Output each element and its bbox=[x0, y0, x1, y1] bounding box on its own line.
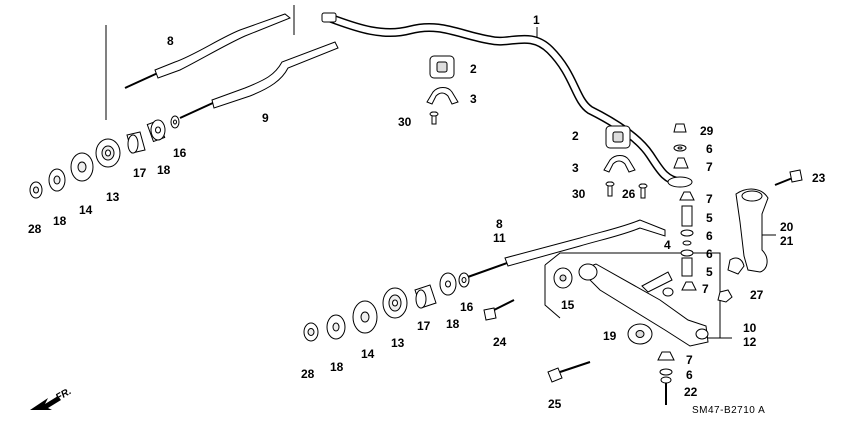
callout-6: 6 bbox=[706, 247, 713, 261]
callout-7: 7 bbox=[702, 282, 709, 296]
callout-17: 17 bbox=[133, 166, 147, 180]
callout-13: 13 bbox=[106, 190, 120, 204]
callout-3: 3 bbox=[470, 92, 477, 106]
bushing-set-upper bbox=[29, 115, 180, 199]
callout-28: 28 bbox=[301, 367, 315, 381]
callout-18: 18 bbox=[446, 317, 460, 331]
callout-12: 12 bbox=[743, 335, 757, 349]
callout-23: 23 bbox=[812, 171, 826, 185]
callout-19: 19 bbox=[603, 329, 617, 343]
callout-20: 20 bbox=[780, 220, 794, 234]
callout-5: 5 bbox=[706, 211, 713, 225]
callout-30: 30 bbox=[572, 187, 586, 201]
callout-11: 11 bbox=[493, 231, 506, 245]
front-direction-arrow bbox=[30, 396, 61, 410]
callout-28: 28 bbox=[28, 222, 42, 236]
callout-24: 24 bbox=[493, 335, 507, 349]
callout-6: 6 bbox=[706, 142, 713, 156]
callout-16: 16 bbox=[460, 300, 474, 314]
diagram-code: SM47-B2710 A bbox=[692, 405, 765, 416]
bar-bushings-holders bbox=[426, 55, 648, 199]
fasteners bbox=[483, 169, 803, 405]
callout-2: 2 bbox=[470, 62, 477, 76]
callout-9: 9 bbox=[262, 111, 269, 125]
callout-29: 29 bbox=[700, 124, 714, 138]
callout-1: 1 bbox=[533, 13, 540, 27]
callout-4: 4 bbox=[664, 238, 671, 252]
callout-3: 3 bbox=[572, 161, 579, 175]
callout-2: 2 bbox=[572, 129, 579, 143]
callout-10: 10 bbox=[743, 321, 757, 335]
leader-lines bbox=[105, 5, 776, 339]
callout-18: 18 bbox=[157, 163, 171, 177]
callout-6: 6 bbox=[686, 368, 693, 382]
radius-rod-lower bbox=[464, 219, 666, 279]
front-direction-label: FR. bbox=[54, 386, 73, 404]
callout-21: 21 bbox=[780, 234, 794, 248]
callout-5: 5 bbox=[706, 265, 713, 279]
callout-7: 7 bbox=[706, 160, 713, 174]
callout-8: 8 bbox=[167, 34, 174, 48]
callout-22: 22 bbox=[684, 385, 698, 399]
callout-18: 18 bbox=[330, 360, 344, 374]
lower-arm bbox=[553, 263, 709, 347]
callout-17: 17 bbox=[417, 319, 431, 333]
stabilizer-bar bbox=[321, 12, 693, 188]
callout-27: 27 bbox=[750, 288, 764, 302]
callouts: 1 2 3 30 2 3 30 26 29 6 7 7 5 6 4 6 5 7 … bbox=[28, 13, 826, 411]
callout-7: 7 bbox=[686, 353, 693, 367]
callout-14: 14 bbox=[361, 347, 375, 361]
damper-fork bbox=[727, 188, 769, 275]
callout-25: 25 bbox=[548, 397, 562, 411]
callout-15: 15 bbox=[561, 298, 575, 312]
callout-16: 16 bbox=[173, 146, 187, 160]
bushing-set-lower bbox=[303, 272, 470, 342]
callout-14: 14 bbox=[79, 203, 93, 217]
callout-18: 18 bbox=[53, 214, 67, 228]
callout-6: 6 bbox=[706, 229, 713, 243]
callout-26: 26 bbox=[622, 187, 636, 201]
callout-13: 13 bbox=[391, 336, 405, 350]
callout-7: 7 bbox=[706, 192, 713, 206]
callout-30: 30 bbox=[398, 115, 412, 129]
callout-8: 8 bbox=[496, 217, 503, 231]
radius-rod-9 bbox=[179, 41, 339, 119]
radius-rod-upper bbox=[124, 13, 291, 89]
stabilizer-link-stack bbox=[673, 123, 697, 291]
